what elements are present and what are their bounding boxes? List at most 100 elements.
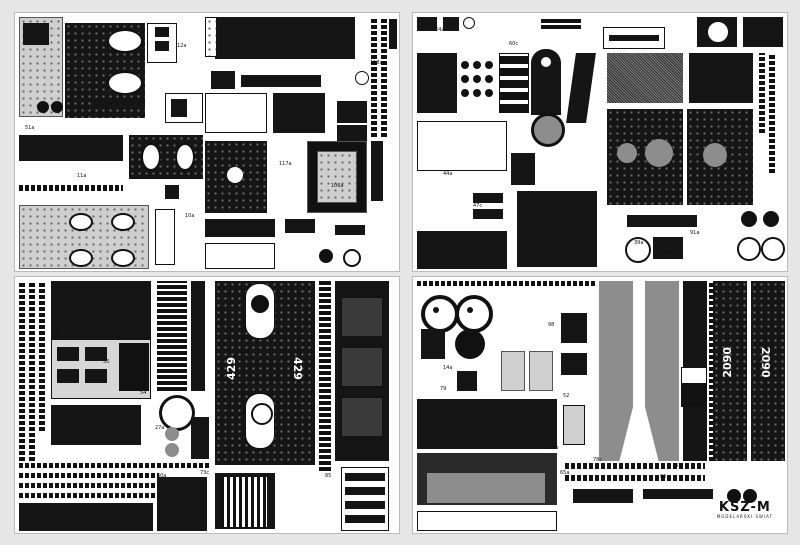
gauge [707,21,729,43]
brand-name: KSZ-M [718,500,771,515]
gauge [737,237,761,261]
ring-part [511,153,535,185]
block-grid [499,53,529,113]
gauge [463,17,475,29]
wheel [485,75,493,83]
narrow-plate [371,141,383,201]
wheel-hub [433,307,439,313]
panel-dark [337,125,367,145]
bracket [517,191,597,267]
wheel [727,489,741,503]
hatch-top [107,29,143,53]
track-strip [39,281,45,431]
bar [205,219,275,237]
part-number: 41 [675,463,682,469]
plate [417,17,437,31]
track-strip [319,281,331,471]
box-part [561,353,587,375]
part [345,501,385,509]
part-number: 44a [443,171,453,177]
part-number: 31a [625,113,635,119]
sheet-right-top: 24a 60c 44a 47c 31a 76a [412,12,788,272]
track-strip [19,281,25,461]
wheel [473,75,481,83]
wheel [37,101,49,113]
track-strip [19,483,159,488]
wheel [763,211,779,227]
mid-plate [241,75,321,87]
hull-number: 429 [225,357,238,380]
wheel [485,61,493,69]
hull-frame [417,511,557,531]
part-number: 47c [473,203,483,209]
part-number: 55 [103,359,110,365]
brand-logo: KSZ-M MODELARSKI SWIAT [717,500,773,519]
panel-dark [417,231,507,269]
vent [645,139,673,167]
part [345,515,385,523]
mudguard [599,281,633,461]
part-number: 76a [663,249,673,255]
plate-grid [205,17,217,57]
chimney-top [541,57,551,67]
lower-hull-side [427,473,545,503]
box-part [501,351,525,391]
part-number: 10a [185,213,195,219]
sheet-left-top: 117a 106a 11a 12a 8a 51a 10a [14,12,400,272]
part-number: 91a [690,230,700,236]
small-block [389,19,397,49]
plate [191,417,209,459]
box-part [529,351,553,391]
panel [205,93,267,133]
part [345,487,385,495]
part-number: 8a [69,113,76,119]
part-number: 136c [255,437,268,443]
bar [285,219,315,233]
brand-subtitle: MODELARSKI SWIAT [716,514,773,519]
curved-plate [566,53,596,123]
hull-side [713,281,747,461]
plate [51,405,141,445]
bracket-bar [609,35,659,41]
wheel [473,89,481,97]
part-number: 106a [331,183,344,189]
part-number: 85 [325,473,332,479]
wheel [455,295,493,333]
hatch [111,249,135,267]
track-strip [371,17,377,137]
triangle-frame [119,343,149,391]
part-number: 78c [593,457,603,463]
wheel [319,249,333,263]
narrow-plate [191,281,205,391]
plate [689,53,753,103]
wheel [461,61,469,69]
gauge [761,237,785,261]
track-strip [565,463,705,469]
small-part [165,185,179,199]
hatch [69,213,93,231]
part-number: 14a [443,365,453,371]
vent [703,143,727,167]
sheet-left-bottom: 429 429 136b 136c 55 60a 27a 85 67a [14,276,400,534]
track-strip [157,281,187,391]
bar [95,101,145,107]
box-part [457,371,477,391]
hatch [141,143,161,171]
part-number: 60c [509,41,519,47]
track-strip [709,281,715,461]
track-strip [19,463,209,468]
track-strip [381,17,387,137]
part-number: 51a [25,125,35,131]
wheel [51,101,63,113]
part-number: 27a [155,425,165,431]
window [85,347,107,361]
part-number: 12a [177,43,187,49]
engine-deck [205,141,267,213]
panel-dark [273,93,325,133]
track-strip [417,281,597,286]
track-strip [19,473,159,478]
window [85,369,107,383]
wheel [421,295,459,333]
plate [443,17,459,31]
hatch [69,249,93,267]
